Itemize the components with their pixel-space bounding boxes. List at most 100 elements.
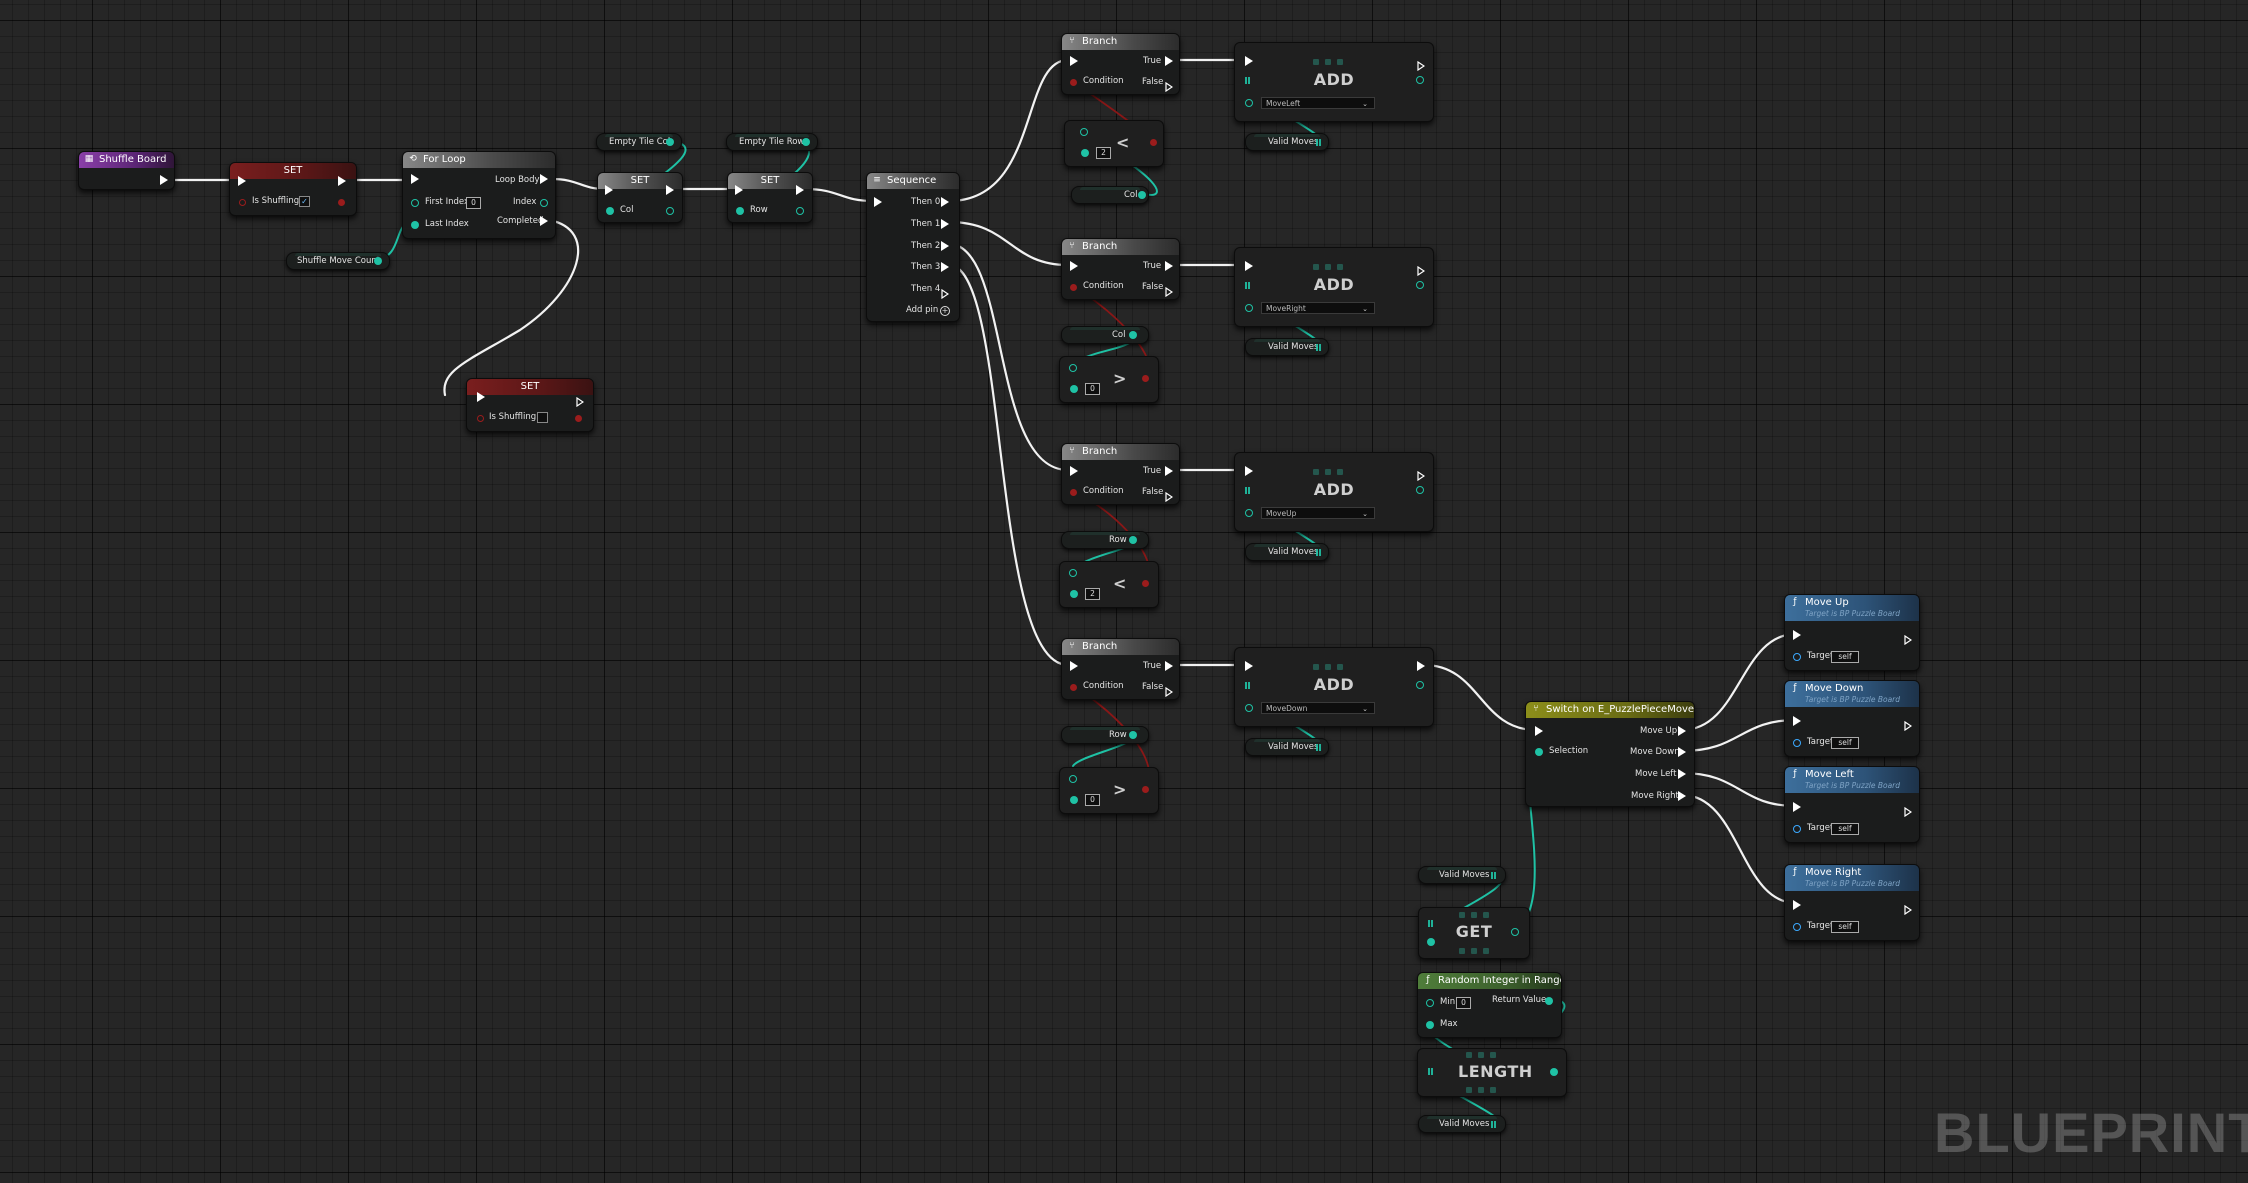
target-pin[interactable]: [1793, 653, 1801, 661]
selection-in-pin[interactable]: [1535, 748, 1543, 756]
move-right-exec-pin[interactable]: [1678, 791, 1686, 801]
false-exec-pin[interactable]: [1165, 487, 1174, 503]
item-in-pin[interactable]: [1245, 704, 1253, 712]
int-out-pin[interactable]: [796, 207, 804, 215]
int-out-pin[interactable]: [1138, 191, 1146, 199]
array-add-node[interactable]: ADD MoveRight⌄: [1234, 247, 1434, 327]
item-in-pin[interactable]: [1245, 509, 1253, 517]
b-value-input[interactable]: 2: [1096, 147, 1111, 159]
exec-in-pin[interactable]: [1070, 56, 1078, 66]
array-in-pin[interactable]: [1245, 682, 1252, 689]
first-index-input[interactable]: 0: [466, 197, 481, 209]
exec-out-pin[interactable]: [1417, 56, 1426, 72]
array-out-pin[interactable]: [1316, 549, 1323, 556]
enum-dropdown[interactable]: MoveRight⌄: [1261, 302, 1375, 314]
b-value-input[interactable]: 0: [1085, 794, 1100, 806]
array-add-node[interactable]: ADD MoveDown⌄: [1234, 647, 1434, 727]
exec-in-pin[interactable]: [1793, 802, 1801, 812]
valid-moves-variable[interactable]: Valid Moves: [1418, 1115, 1506, 1133]
array-out-pin[interactable]: [1491, 872, 1498, 879]
exec-out-pin[interactable]: [796, 185, 804, 195]
is-shuffling-checkbox[interactable]: [537, 412, 548, 423]
array-add-node[interactable]: ADD MoveLeft⌄: [1234, 42, 1434, 122]
compare-less-node[interactable]: 2 <: [1059, 561, 1159, 608]
item-in-pin[interactable]: [1245, 99, 1253, 107]
bool-in-pin[interactable]: [239, 199, 246, 206]
switch-on-enum-node[interactable]: ⑂Switch on E_PuzzlePieceMove Selection M…: [1525, 701, 1695, 807]
valid-moves-variable[interactable]: Valid Moves: [1245, 543, 1329, 561]
a-in-pin[interactable]: [1080, 128, 1088, 136]
index-out-pin[interactable]: [1416, 681, 1424, 689]
int-in-pin[interactable]: [606, 207, 614, 215]
empty-tile-row-variable[interactable]: Empty Tile Row: [726, 133, 818, 151]
return-value-pin[interactable]: [1545, 997, 1553, 1005]
target-self-input[interactable]: self: [1831, 651, 1859, 663]
condition-pin[interactable]: [1070, 79, 1077, 86]
completed-exec-pin[interactable]: [540, 216, 548, 226]
branch-node[interactable]: ⑂Branch Condition True False: [1061, 238, 1180, 300]
compare-less-node[interactable]: 2 <: [1064, 120, 1164, 167]
move-down-exec-pin[interactable]: [1678, 747, 1686, 757]
array-in-pin[interactable]: [1428, 1068, 1435, 1075]
exec-out-pin[interactable]: [1904, 802, 1913, 818]
length-out-pin[interactable]: [1550, 1068, 1558, 1076]
result-out-pin[interactable]: [1142, 375, 1149, 382]
false-exec-pin[interactable]: [1165, 682, 1174, 698]
condition-pin[interactable]: [1070, 684, 1077, 691]
exec-out-pin[interactable]: [666, 185, 674, 195]
set-row-node[interactable]: SET Row: [727, 172, 813, 223]
array-out-pin[interactable]: [1316, 344, 1323, 351]
then-3-pin[interactable]: [941, 262, 949, 272]
exec-in-pin[interactable]: [1245, 466, 1253, 476]
array-in-pin[interactable]: [1428, 920, 1435, 927]
exec-in-pin[interactable]: [238, 176, 246, 186]
target-self-input[interactable]: self: [1831, 737, 1859, 749]
loop-body-exec-pin[interactable]: [540, 174, 548, 184]
exec-in-pin[interactable]: [1245, 261, 1253, 271]
bool-in-pin[interactable]: [477, 415, 484, 422]
exec-out-pin[interactable]: [1417, 466, 1426, 482]
min-in-pin[interactable]: [1426, 999, 1434, 1007]
exec-in-pin[interactable]: [874, 197, 882, 207]
b-value-input[interactable]: 0: [1085, 383, 1100, 395]
add-pin-icon[interactable]: +: [940, 306, 950, 316]
int-out-pin[interactable]: [666, 138, 674, 146]
b-in-pin[interactable]: [1081, 149, 1089, 157]
target-pin[interactable]: [1793, 923, 1801, 931]
exec-in-pin[interactable]: [1070, 261, 1078, 271]
true-exec-pin[interactable]: [1165, 466, 1173, 476]
exec-in-pin[interactable]: [1535, 726, 1543, 736]
array-in-pin[interactable]: [1245, 487, 1252, 494]
target-pin[interactable]: [1793, 739, 1801, 747]
branch-node[interactable]: ⑂Branch Condition True False: [1061, 443, 1180, 505]
target-pin[interactable]: [1793, 825, 1801, 833]
exec-out-pin[interactable]: [1417, 661, 1425, 671]
move-left-exec-pin[interactable]: [1678, 769, 1686, 779]
false-exec-pin[interactable]: [1165, 282, 1174, 298]
target-self-input[interactable]: self: [1831, 823, 1859, 835]
branch-node[interactable]: ⑂Branch Condition True False: [1061, 638, 1180, 700]
set-col-node[interactable]: SET Col: [597, 172, 683, 223]
result-out-pin[interactable]: [1142, 786, 1149, 793]
empty-tile-col-variable[interactable]: Empty Tile Col: [596, 133, 682, 151]
item-in-pin[interactable]: [1245, 304, 1253, 312]
enum-dropdown[interactable]: MoveUp⌄: [1261, 507, 1375, 519]
exec-in-pin[interactable]: [1793, 630, 1801, 640]
enum-dropdown[interactable]: MoveLeft⌄: [1261, 97, 1375, 109]
condition-pin[interactable]: [1070, 489, 1077, 496]
then-4-pin[interactable]: [941, 284, 950, 300]
shuffle-board-event-node[interactable]: ▦Shuffle Board: [78, 151, 175, 190]
int-out-pin[interactable]: [1129, 731, 1137, 739]
exec-in-pin[interactable]: [1793, 900, 1801, 910]
is-shuffling-checkbox[interactable]: ✓: [299, 196, 310, 207]
int-out-pin[interactable]: [1129, 536, 1137, 544]
valid-moves-variable[interactable]: Valid Moves: [1418, 866, 1506, 884]
int-out-pin[interactable]: [802, 138, 810, 146]
exec-in-pin[interactable]: [605, 185, 613, 195]
a-in-pin[interactable]: [1069, 569, 1077, 577]
exec-out-pin[interactable]: [1904, 630, 1913, 646]
